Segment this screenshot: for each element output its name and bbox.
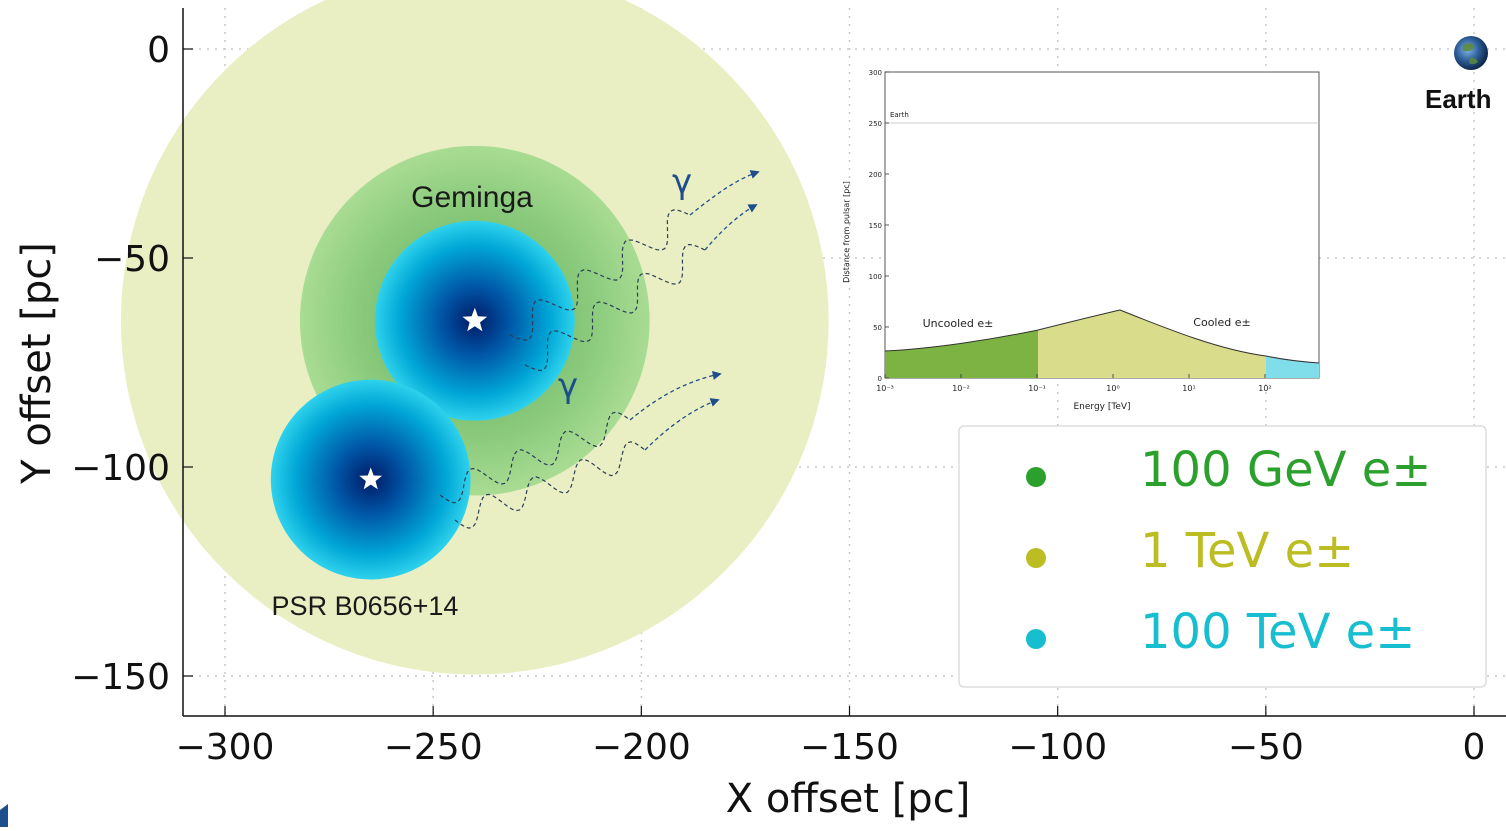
earth-marker: Earth xyxy=(1425,36,1491,114)
legend-label-100GeV: 100 GeV e± xyxy=(1140,442,1431,498)
psr-star-marker xyxy=(359,467,383,490)
geminga-label: Geminga xyxy=(411,181,533,214)
inset-y-tick-label-3: 150 xyxy=(869,222,882,230)
gamma-label-upper: γ xyxy=(672,162,692,202)
corner-fragment xyxy=(0,804,8,827)
inset-earth-label: Earth xyxy=(890,111,909,119)
inset-y-tick-label-1: 50 xyxy=(873,324,882,332)
x-tick-label-6: 0 xyxy=(1463,727,1486,768)
gamma-arrow-upper-1 xyxy=(689,170,760,216)
psr-label: PSR B0656+14 xyxy=(272,591,459,621)
x-axis-label: X offset [pc] xyxy=(726,776,971,822)
earth-continent xyxy=(1462,43,1478,65)
gamma-path-lower-1 xyxy=(439,411,631,504)
inset-region-100TeV xyxy=(1266,356,1319,378)
inset-region-100GeV xyxy=(885,330,1038,378)
gamma-ray-paths xyxy=(439,170,760,529)
x-tick-label-3: −150 xyxy=(800,727,899,768)
inset-ticks: 0 50 100 150 200 250 300 10⁻³ 10⁻² 10⁻¹ 10⁰ 10¹ 10² xyxy=(869,69,1272,393)
x-tick-label-1: −250 xyxy=(384,727,483,768)
y-tick-label-3: −150 xyxy=(71,657,170,698)
inset-y-tick-label-4: 200 xyxy=(869,171,882,179)
gamma-arrow-upper-2 xyxy=(704,204,758,251)
gamma-path-lower-2 xyxy=(454,441,646,529)
x-tick-label-0: −300 xyxy=(176,727,275,768)
legend-marker-100GeV xyxy=(1026,467,1046,487)
inset-region-1TeV xyxy=(1038,310,1266,378)
inset-x-tick-label-3: 10⁰ xyxy=(1106,384,1119,393)
y-tick-label-2: −100 xyxy=(71,448,170,489)
inset-y-tick-label-5: 250 xyxy=(869,120,882,128)
earth-label: Earth xyxy=(1425,84,1491,114)
y-tick-label-1: −50 xyxy=(94,239,170,280)
y-axis-label: Y offset [pc] xyxy=(14,242,60,485)
inset-x-tick-label-0: 10⁻³ xyxy=(876,384,894,393)
inset-y-tick-label-2: 100 xyxy=(869,273,882,281)
y-tick-label-0: 0 xyxy=(147,30,170,71)
legend-frame xyxy=(958,425,1487,688)
inset-annotation-cooled: Cooled e± xyxy=(1193,316,1250,329)
inset-chart: Earth Uncooled e± Cooled e± Energy [TeV]… xyxy=(842,69,1320,412)
gamma-label-lower: γ xyxy=(558,366,578,406)
inset-x-tick-label-5: 10² xyxy=(1258,384,1271,393)
inset-xlabel: Energy [TeV] xyxy=(1073,402,1130,412)
inset-annotation-uncooled: Uncooled e± xyxy=(923,317,994,330)
legend-label-100TeV: 100 TeV e± xyxy=(1140,604,1415,660)
x-tick-label-5: −50 xyxy=(1228,727,1304,768)
diffusion-regions xyxy=(121,0,829,675)
inset-y-tick-label-0: 0 xyxy=(878,375,882,383)
legend-marker-100TeV xyxy=(1026,629,1046,649)
inset-envelope-line xyxy=(884,309,1320,364)
inset-x-tick-label-2: 10⁻¹ xyxy=(1028,384,1046,393)
geminga-star-marker xyxy=(462,307,488,332)
gamma-arrow-lower-1 xyxy=(629,370,722,421)
x-tick-label-4: −100 xyxy=(1008,727,1107,768)
axes: −300 −250 −200 −150 −100 −50 0 0 −50 −100 −150 xyxy=(71,8,1506,768)
inset-x-tick-label-1: 10⁻² xyxy=(952,384,970,393)
inset-ylabel: Distance from pulsar [pc] xyxy=(842,181,851,283)
legend-marker-1TeV xyxy=(1026,548,1046,568)
legend-label-1TeV: 1 TeV e± xyxy=(1140,523,1354,579)
earth-icon xyxy=(1454,36,1488,70)
legend: 100 GeV e± 1 TeV e± 100 TeV e± xyxy=(958,425,1487,688)
x-tick-label-2: −200 xyxy=(592,727,691,768)
gamma-arrow-lower-2 xyxy=(644,398,720,451)
inset-y-tick-label-6: 300 xyxy=(869,69,882,77)
inset-x-tick-label-4: 10¹ xyxy=(1182,384,1195,393)
source-labels: Geminga PSR B0656+14 γ γ xyxy=(272,162,693,621)
